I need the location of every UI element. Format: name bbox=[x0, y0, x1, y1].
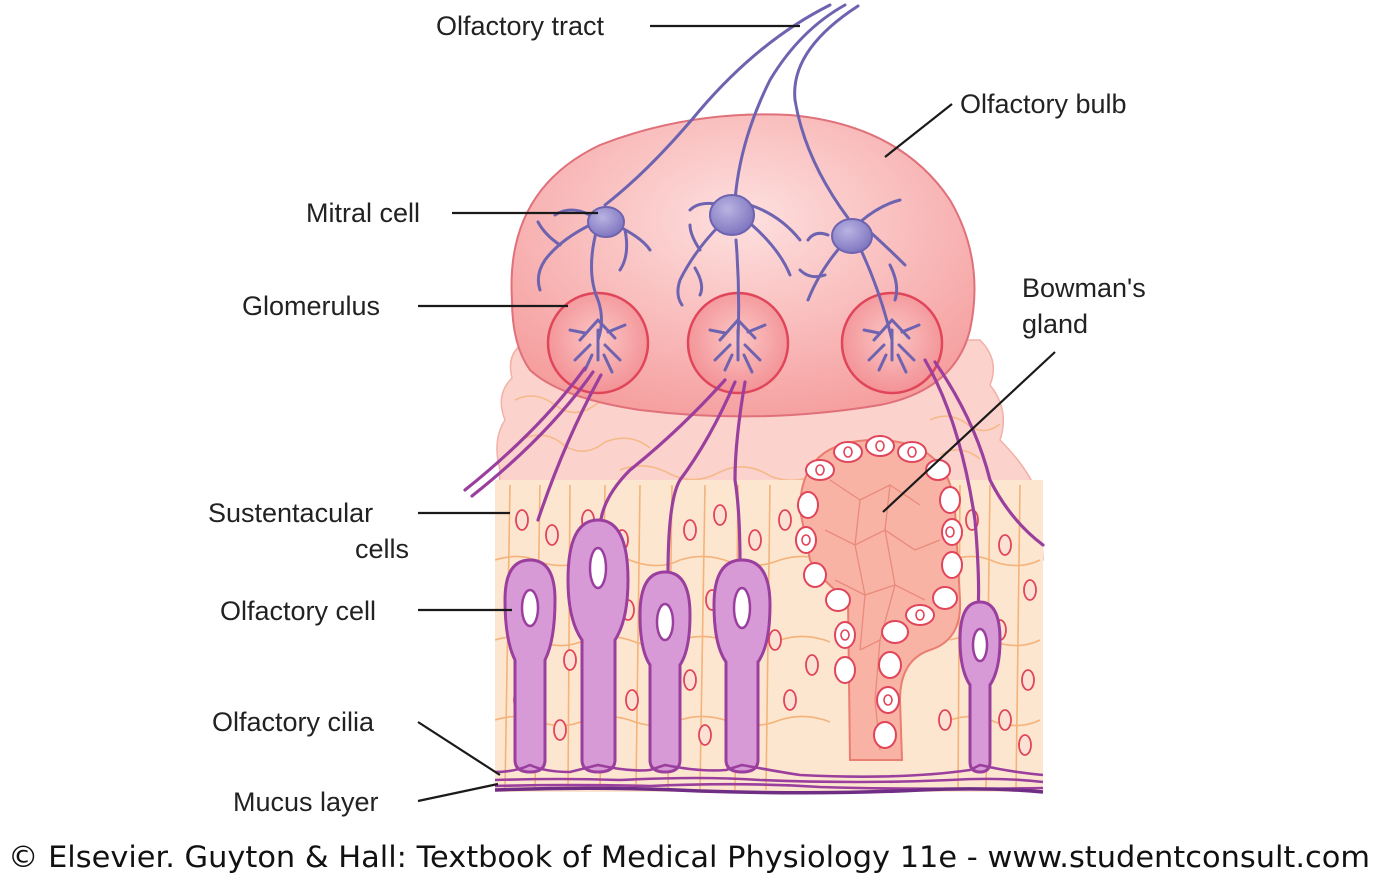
label-leaders bbox=[417, 24, 1056, 803]
olfactory-cell-3 bbox=[638, 570, 692, 774]
copyright-credit: © Elsevier. Guyton & Hall: Textbook of M… bbox=[8, 840, 1370, 874]
olfactory-tract-label: Olfactory tract bbox=[436, 11, 605, 41]
mucus-layer-leader bbox=[417, 782, 499, 803]
bowmans-gland-leader bbox=[882, 351, 1056, 513]
mitral-cell-1 bbox=[587, 206, 625, 238]
olfactory-cell-1 bbox=[503, 558, 557, 774]
bowmans-gland-label-line2: gland bbox=[1022, 309, 1088, 339]
sustentacular-label-line2: cells bbox=[355, 534, 409, 564]
olfactory-bulb-leader bbox=[884, 103, 953, 158]
sustentacular-label-line1: Sustentacular bbox=[208, 498, 373, 528]
mitral-cell-label: Mitral cell bbox=[306, 198, 420, 228]
olfactory-bulb-label: Olfactory bulb bbox=[960, 89, 1127, 119]
mitral-cell-3 bbox=[831, 218, 873, 254]
glomerulus-label: Glomerulus bbox=[242, 291, 380, 321]
olfactory-receptor-cells bbox=[503, 518, 1002, 774]
olfactory-cell-5 bbox=[958, 600, 1002, 774]
mitral-cell-processes bbox=[536, 3, 921, 374]
olfactory-cell-2 bbox=[566, 518, 630, 774]
olfactory-cilia-leader bbox=[417, 721, 501, 776]
olfactory-cell-label: Olfactory cell bbox=[220, 596, 376, 626]
bowmans-gland-label-line1: Bowman's bbox=[1022, 273, 1146, 303]
olfactory-cell-4 bbox=[712, 558, 772, 774]
mitral-cell-bodies bbox=[587, 194, 873, 254]
olfactory-cilia-label: Olfactory cilia bbox=[212, 707, 375, 737]
mucus-layer bbox=[494, 786, 1044, 795]
mitral-cell-2 bbox=[709, 194, 755, 236]
mucus-layer-label: Mucus layer bbox=[233, 787, 379, 817]
bowmans-gland bbox=[795, 435, 963, 761]
olfactory-nerve-axons bbox=[463, 358, 1045, 612]
